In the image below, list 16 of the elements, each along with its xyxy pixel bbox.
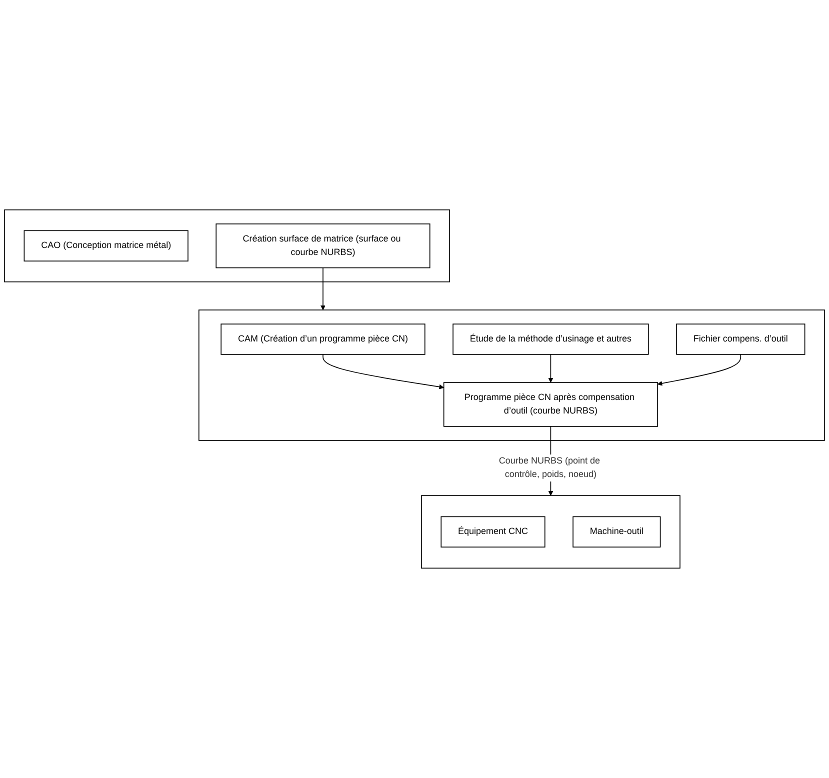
node-box: CAO (Conception matrice métal) [24,230,188,262]
node-box: CAM (Création d’un programme pièce CN) [220,324,426,355]
arrow [548,354,554,383]
node-box: Équipement CNC [440,516,546,548]
node-box: Machine-outil [572,516,661,548]
node-box: Fichier compens. d’outil [676,324,806,355]
node-box: Étude de la méthode d’usinage et autres [452,324,649,355]
edge-label: Courbe NURBS (point de contrôle, poids, noeud) [498,456,600,480]
node-box: Programme pièce CN après compensation d’outil (courbe NURBS) [443,382,658,427]
arrow [322,354,444,390]
node-box: Création surface de matrice (surface ou courbe NURBS) [216,223,430,268]
arrow [320,267,326,310]
cluster [198,310,825,441]
cluster [421,495,680,569]
arrow [657,354,742,386]
cluster [4,209,450,282]
